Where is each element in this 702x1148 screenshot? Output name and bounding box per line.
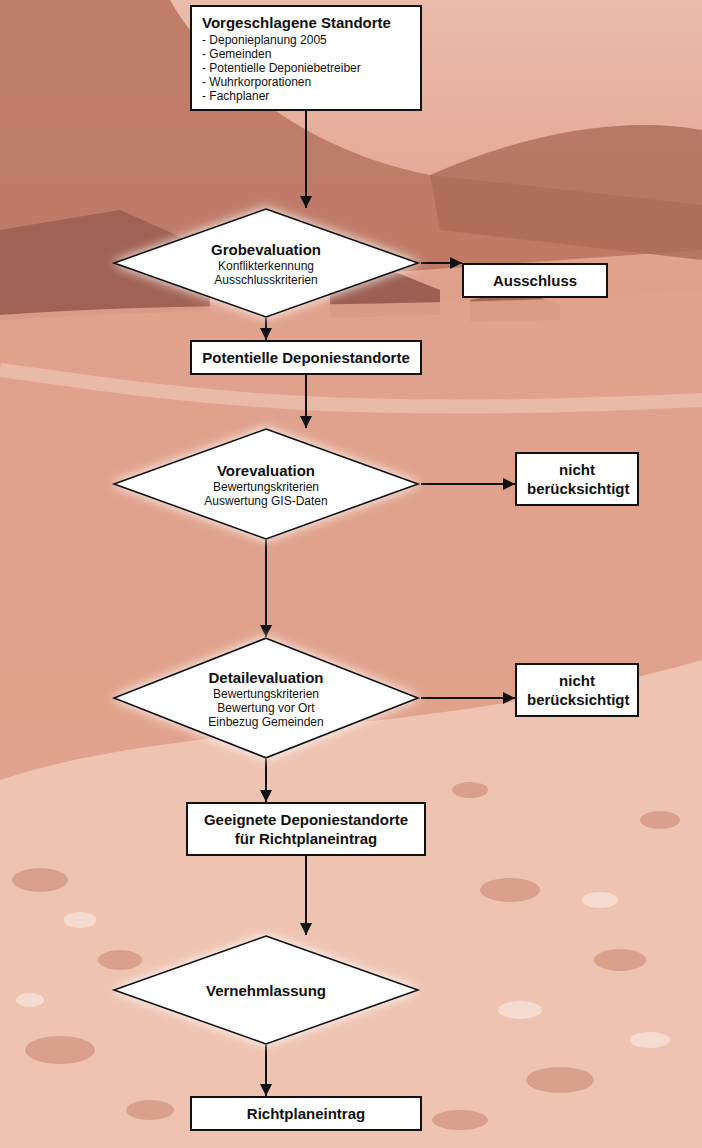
node-heading: Ausschluss [474,271,596,290]
process-box: Geeignete Deponiestandorte für Richtplan… [186,802,426,856]
process-box: Richtplaneintrag [190,1096,422,1131]
diamond-label: GrobevaluationKonflikterkennungAusschlus… [211,240,321,287]
diamond-label: Vernehmlassung [206,981,326,1000]
node-text: Ausschlusskriterien [211,273,321,287]
node-text: Bewertungskriterien [204,480,327,494]
process-box: nicht berücksichtigt [515,663,639,717]
diamond-label: DetailevaluationBewertungskriterienBewer… [208,668,323,729]
flow-arrow [265,759,267,802]
decision-diamond: Vernehmlassung [111,935,421,1045]
rocks [16,892,670,1048]
meadow [0,290,702,780]
flow-arrow [421,262,462,264]
diamond-shape [114,429,418,539]
flow-arrow [305,375,307,428]
node-text: - Wuhrkorporationen [202,75,410,89]
node-text: Bewertung vor Ort [208,701,323,715]
node-heading: Grobevaluation [211,240,321,259]
diamond-shape [114,638,418,758]
flow-arrow [265,540,267,637]
rocks [12,782,680,1130]
node-text: Konflikterkennung [211,259,321,273]
flow-arrow [265,1045,267,1096]
diamond-label: VorevaluationBewertungskriterienAuswertu… [204,461,327,508]
node-text: Bewertungskriterien [208,687,323,701]
node-heading: nicht berücksichtigt [527,671,627,709]
diamond-shape [114,936,418,1044]
node-text: - Deponieplanung 2005 [202,33,410,47]
flow-arrow [421,483,515,485]
process-box: Potentielle Deponiestandorte [190,340,422,375]
node-heading: Detailevaluation [208,668,323,687]
node-heading: Geeignete Deponiestandorte für Richtplan… [198,810,414,848]
node-heading: nicht berücksichtigt [527,460,627,498]
node-text: - Gemeinden [202,47,410,61]
decision-diamond: GrobevaluationKonflikterkennungAusschlus… [111,208,421,318]
node-text: - Potentielle Deponiebetreiber [202,61,410,75]
decision-diamond: DetailevaluationBewertungskriterienBewer… [111,637,421,759]
rubble [0,660,702,1148]
node-heading: Vernehmlassung [206,981,326,1000]
flow-arrow [265,318,267,340]
flow-arrow [305,111,307,208]
gravel-track [0,370,702,407]
process-box: Vorgeschlagene Standorte- Deponieplanung… [190,5,422,111]
process-box: nicht berücksichtigt [515,452,639,506]
decision-diamond: VorevaluationBewertungskriterienAuswertu… [111,428,421,540]
node-text: Auswertung GIS-Daten [204,494,327,508]
node-heading: Vorgeschlagene Standorte [202,13,410,32]
diamond-shape [114,209,418,317]
node-heading: Richtplaneintrag [202,1104,410,1123]
forest-hill [430,125,702,260]
node-heading: Potentielle Deponiestandorte [202,348,410,367]
node-text: Einbezug Gemeinden [208,715,323,729]
process-box: Ausschluss [462,263,608,298]
node-text: - Fachplaner [202,89,410,103]
flow-arrow [421,697,515,699]
node-heading: Vorevaluation [204,461,327,480]
flow-arrow [305,856,307,935]
